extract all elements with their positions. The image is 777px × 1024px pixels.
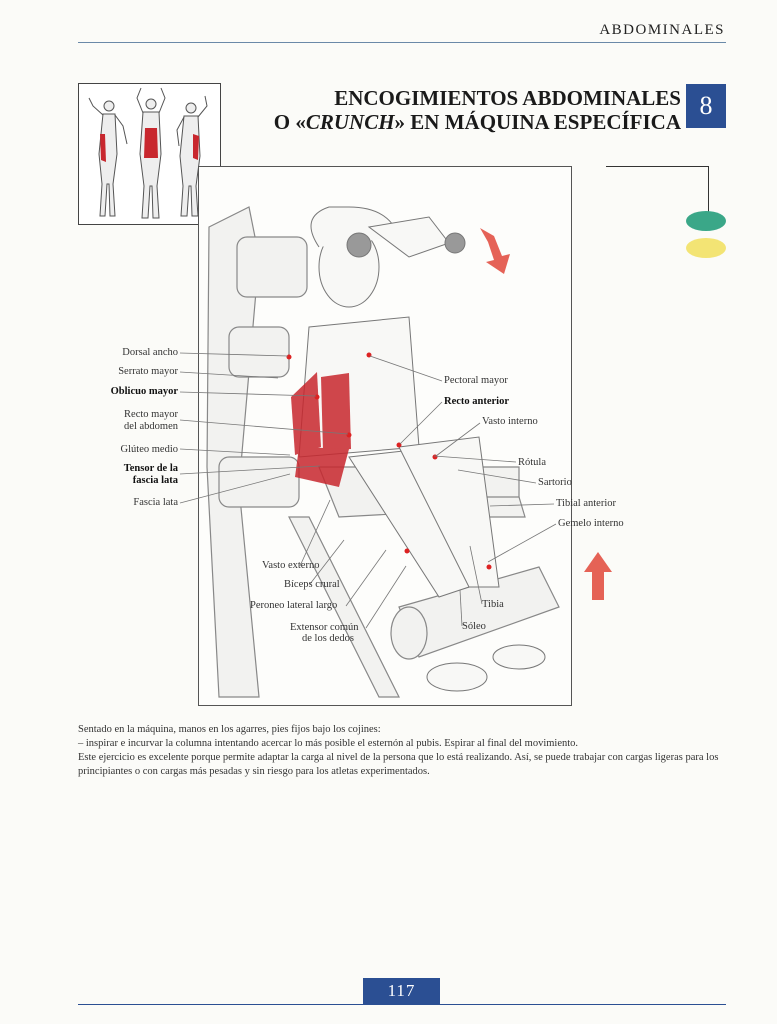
difficulty-dot-yellow bbox=[686, 238, 726, 258]
difficulty-dot-green bbox=[686, 211, 726, 231]
label-dorsal-ancho: Dorsal ancho bbox=[122, 347, 178, 358]
anatomy-thumbnail-illustration bbox=[88, 87, 208, 219]
label-recto-mayor-1: Recto mayor bbox=[124, 409, 178, 420]
arrow-up-icon bbox=[582, 550, 614, 607]
connector-line bbox=[606, 166, 709, 215]
exercise-number-badge: 8 bbox=[686, 84, 726, 128]
label-rotula: Rótula bbox=[518, 457, 546, 468]
description-movement: – inspirar e incurvar la columna intenta… bbox=[78, 738, 579, 749]
exercise-description: Sentado en la máquina, manos en los agar… bbox=[78, 723, 728, 779]
exercise-title: ENCOGIMIENTOS ABDOMINALES O «CRUNCH» EN … bbox=[274, 86, 681, 134]
arrow-down-icon bbox=[476, 224, 512, 281]
label-tibial-anterior: Tibial anterior bbox=[556, 498, 616, 509]
label-gemelo-interno: Gemelo interno bbox=[558, 518, 624, 529]
label-soleo: Sóleo bbox=[462, 621, 486, 632]
section-header: ABDOMINALES bbox=[599, 22, 725, 38]
description-notes: Este ejercicio es excelente porque permi… bbox=[78, 752, 719, 777]
label-gluteo-medio: Glúteo medio bbox=[120, 444, 178, 455]
title-line-1: ENCOGIMIENTOS ABDOMINALES bbox=[334, 86, 681, 110]
label-oblicuo-mayor: Oblicuo mayor bbox=[110, 386, 178, 397]
title-line-2: O «CRUNCH» EN MÁQUINA ESPECÍFICA bbox=[273, 110, 681, 134]
label-vasto-externo: Vasto externo bbox=[262, 560, 320, 571]
label-fascia-lata: Fascia lata bbox=[133, 497, 178, 508]
muscle-thumbnail-figure bbox=[78, 83, 221, 225]
label-pectoral-mayor: Pectoral mayor bbox=[444, 375, 508, 386]
crunch-machine-drawing bbox=[206, 206, 560, 698]
main-exercise-illustration bbox=[198, 166, 572, 706]
label-recto-anterior: Recto anterior bbox=[444, 396, 510, 407]
header-rule bbox=[78, 42, 726, 43]
label-extensor-comun-1: Extensor común bbox=[290, 622, 359, 633]
label-serrato-mayor: Serrato mayor bbox=[118, 366, 178, 377]
highlighted-abdominal-muscles bbox=[291, 372, 351, 487]
label-peroneo-lateral-largo: Peroneo lateral largo bbox=[250, 600, 338, 611]
description-setup: Sentado en la máquina, manos en los agar… bbox=[78, 724, 381, 735]
label-sartorio: Sartorio bbox=[538, 477, 572, 488]
footer-rule bbox=[78, 1004, 726, 1005]
highlighted-muscles bbox=[100, 128, 199, 162]
label-recto-mayor-2: del abdomen bbox=[124, 421, 178, 432]
label-biceps-crural: Bíceps crural bbox=[284, 579, 340, 590]
page-number: 117 bbox=[363, 978, 440, 1004]
label-extensor-comun-2: de los dedos bbox=[302, 633, 354, 644]
label-tibia: Tibia bbox=[482, 599, 504, 610]
label-tensor-fascia-2: fascia lata bbox=[132, 475, 178, 486]
label-tensor-fascia-1: Tensor de la bbox=[123, 463, 178, 474]
label-vasto-interno: Vasto interno bbox=[482, 416, 538, 427]
